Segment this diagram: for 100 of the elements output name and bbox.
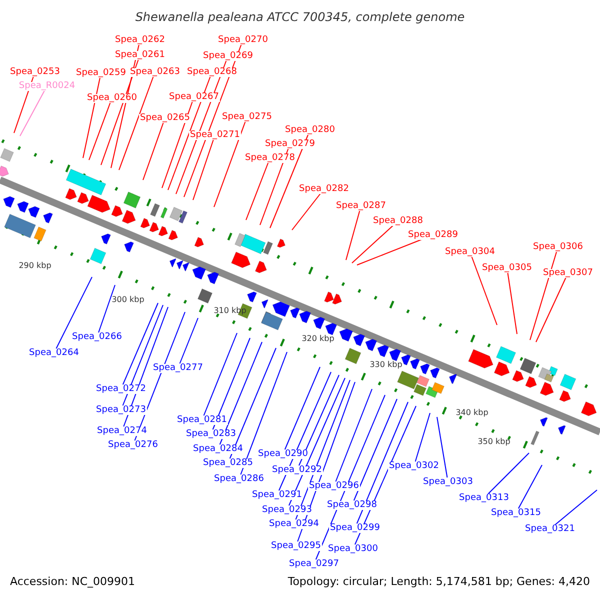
gene-label: Spea_0261	[114, 50, 166, 60]
gene-label: Spea_0275	[221, 112, 273, 122]
gene-label: Spea_0288	[372, 216, 424, 226]
leader-line	[353, 398, 398, 501]
gene-label: Spea_0259	[75, 68, 127, 78]
gene-label: Spea_0282	[298, 184, 350, 194]
gene-label: Spea_0289	[407, 230, 459, 240]
leader-line	[352, 225, 394, 264]
leader-line	[288, 378, 346, 506]
gene-label: Spea_0266	[71, 332, 123, 342]
leader-line	[82, 77, 101, 158]
gene-label: Spea_0272	[95, 384, 147, 394]
title: Shewanella pealeana ATCC 700345, complete genome	[134, 11, 466, 23]
gene-label: Spea_0267	[168, 92, 220, 102]
scale-label: 350 kbp	[478, 438, 510, 446]
leader-line	[471, 256, 498, 326]
gene-label: Spea_0268	[186, 68, 238, 76]
leader-line	[278, 372, 332, 491]
leader-line	[536, 277, 566, 342]
gene-label: Spea_0321	[524, 524, 576, 534]
gene-label: Spea_0296	[308, 482, 360, 490]
gene-label: Spea_R0024	[18, 82, 76, 90]
leader-line	[212, 338, 250, 430]
leader-line	[219, 342, 262, 445]
leader-line	[284, 366, 320, 450]
leader-line	[98, 284, 116, 333]
footer-text: Accession: NC_009901	[10, 576, 136, 586]
gene-label: Spea_0274	[96, 426, 148, 436]
leader-line	[118, 76, 154, 170]
gene-label: Spea_0292	[271, 466, 323, 474]
leader-line	[203, 332, 238, 416]
leader-line	[246, 162, 269, 220]
leader-line	[298, 374, 340, 466]
gene-label: Spea_0279	[264, 140, 316, 148]
gene-label: Spea_0294	[268, 520, 320, 528]
leader-line	[414, 412, 430, 462]
footer-text: Topology: circular; Length: 5,174,581 bp; Genes: 4,420	[288, 576, 590, 586]
gene-label: Spea_0295	[270, 542, 322, 550]
gene-label: Spea_0291	[251, 490, 303, 500]
gene-label: Spea_0263	[129, 68, 181, 76]
gene-label: Spea_0304	[444, 248, 496, 256]
gene-label: Spea_0287	[335, 202, 387, 210]
gene-label: Spea_0307	[542, 268, 594, 278]
gene-label: Spea_0276	[107, 440, 159, 450]
gene-label: Spea_0315	[490, 508, 542, 518]
gene-label: Spea_0270	[217, 36, 269, 44]
gene-label: Spea_0253	[9, 68, 61, 76]
leader-line	[179, 318, 198, 364]
gene-label: Spea_0280	[284, 126, 336, 134]
leader-line	[335, 388, 372, 482]
gene-label: Spea_0302	[388, 462, 440, 470]
gene-label: Spea_0284	[192, 444, 244, 454]
gene-label: Spea_0306	[532, 242, 584, 252]
leader-line	[356, 402, 408, 524]
gene-label: Spea_0286	[213, 474, 265, 484]
leader-line	[162, 101, 193, 188]
leader-line	[168, 76, 211, 190]
leader-line	[315, 394, 386, 560]
leader-line	[192, 139, 214, 200]
leader-line	[356, 239, 422, 266]
leader-line	[122, 302, 158, 385]
scale-label: 320 kbp	[302, 335, 334, 343]
gene-label: Spea_0300	[327, 544, 379, 554]
leader-line	[260, 148, 289, 226]
leader-line	[56, 276, 92, 349]
leader-line	[229, 348, 276, 459]
leader-line	[20, 90, 46, 136]
gene-label: Spea_0269	[202, 52, 254, 60]
gene-label: Spea_0273	[95, 406, 147, 414]
leader-line	[530, 251, 558, 340]
gene-label: Spea_0277	[152, 364, 204, 372]
gene-label: Spea_0313	[458, 494, 510, 502]
leader-line	[292, 193, 321, 230]
scale-label: 290 kbp	[18, 262, 52, 270]
scale-label: 330 kbp	[370, 361, 402, 369]
leader-line	[554, 490, 598, 525]
gene-label: Spea_0278	[244, 154, 296, 162]
leader-line	[88, 102, 111, 160]
gene-label: Spea_0281	[176, 416, 228, 424]
leader-line	[142, 122, 164, 180]
gene-label: Spea_0299	[329, 524, 381, 532]
leader-line	[123, 306, 168, 427]
leader-line	[488, 452, 530, 494]
leader-line	[122, 304, 164, 406]
leader-line	[507, 272, 518, 334]
gene-label: Spea_0285	[202, 458, 254, 468]
leader-line	[270, 134, 309, 228]
leader-line	[134, 312, 186, 441]
gene-label: Spea_0293	[261, 506, 313, 514]
leader-line	[436, 416, 448, 478]
gene-label: Spea_0271	[189, 130, 241, 140]
gene-label: Spea_0265	[139, 114, 191, 122]
gene-label: Spea_0283	[185, 430, 237, 438]
gene-label: Spea_0298	[326, 500, 378, 510]
leader-line	[346, 210, 360, 260]
leader-line	[214, 121, 246, 208]
gene-label: Spea_0262	[114, 36, 166, 44]
gene-label: Spea_0260	[86, 94, 138, 102]
gene-label: Spea_0297	[288, 560, 340, 568]
gene-label: Spea_0264	[28, 348, 80, 358]
